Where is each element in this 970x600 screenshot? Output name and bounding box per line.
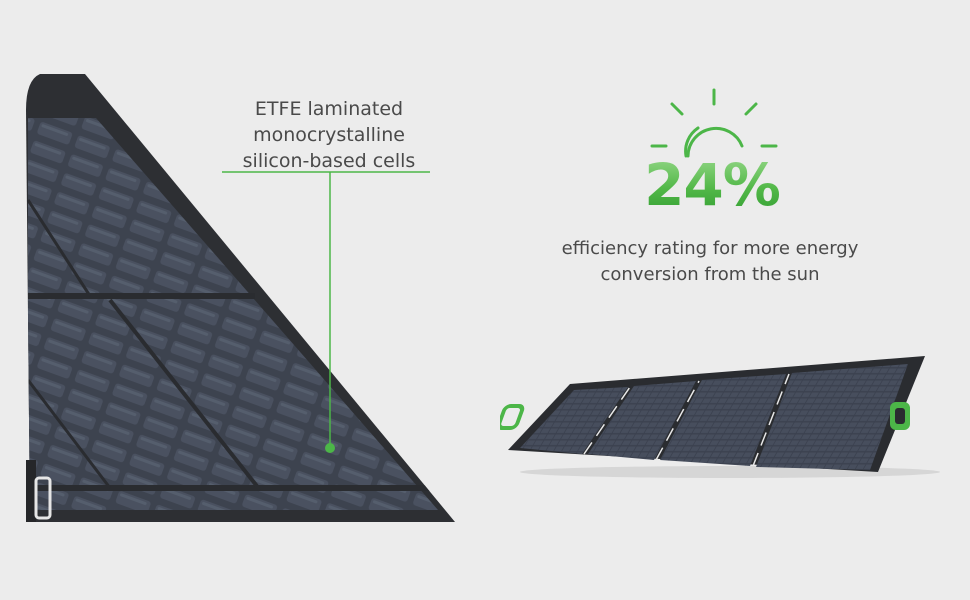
callout-line-2: monocrystalline (206, 122, 452, 148)
efficiency-value: 24% (612, 150, 812, 220)
efficiency-caption-line-1: efficiency rating for more energy (520, 236, 900, 262)
callout-line-3: silicon-based cells (206, 148, 452, 174)
unfolded-solar-panel-image (500, 350, 940, 480)
efficiency-caption-line-2: conversion from the sun (520, 262, 900, 288)
solar-panel-closeup-image (0, 0, 470, 600)
callout-line-1: ETFE laminated (206, 96, 452, 122)
cells-callout: ETFE laminated monocrystalline silicon-b… (206, 96, 452, 174)
efficiency-caption: efficiency rating for more energy conver… (520, 236, 900, 288)
